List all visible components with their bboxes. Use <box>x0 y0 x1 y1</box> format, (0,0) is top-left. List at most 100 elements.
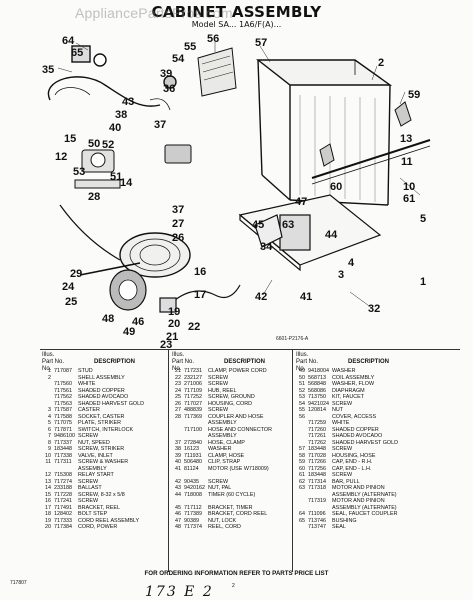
part-no: 717319 <box>308 498 326 504</box>
illus-no: 27 <box>175 407 181 413</box>
description: COIL ASSEMBLY <box>332 374 375 381</box>
description: ASSEMBLY <box>78 465 107 472</box>
description: RELAY START <box>78 472 114 478</box>
handwritten-note: 173 E 2 <box>145 584 214 600</box>
callout-22: 22 <box>188 321 200 333</box>
part-no: 717261 <box>308 433 326 439</box>
callout-32: 32 <box>368 303 380 315</box>
description: CLAMP, HOSE <box>208 452 245 459</box>
illus-no: 52 <box>299 387 305 394</box>
callout-29: 29 <box>70 268 82 280</box>
pull-bar <box>311 139 431 185</box>
part-no: 717338 <box>54 452 72 459</box>
faucet-coupler <box>47 45 177 111</box>
description: SWITCH, INTERLOCK <box>78 426 134 433</box>
part-no: 90435 <box>184 478 199 485</box>
illus-no: 42 <box>175 478 181 485</box>
cabinet-shell <box>255 59 393 206</box>
callout-51: 51 <box>110 171 122 183</box>
callout-14: 14 <box>120 177 133 189</box>
part-no: 568086 <box>308 387 326 394</box>
part-no: 711931 <box>184 452 202 459</box>
illus-no: 39 <box>175 452 181 459</box>
illus-no: 41 <box>175 465 181 472</box>
description: SCREW <box>208 381 229 387</box>
description: HOSE AND CONNECTOR <box>208 426 272 433</box>
illus-no: 50 <box>299 374 305 381</box>
callout-60: 60 <box>330 181 342 193</box>
part-no: 717252 <box>184 394 202 400</box>
part-no: 717563 <box>54 400 72 407</box>
part-no: 717028 <box>308 452 326 459</box>
description: CLAMP, POWER CORD <box>208 368 267 374</box>
callout-45: 45 <box>252 219 264 231</box>
description: KIT, FAUCET <box>332 394 365 400</box>
part-no: 232127 <box>184 374 202 381</box>
illus-no: 43 <box>175 485 181 491</box>
part-no: 506480 <box>184 459 202 465</box>
callout-39: 39 <box>160 68 172 80</box>
callout-35: 35 <box>42 64 54 76</box>
illus-no: 21 <box>175 368 181 374</box>
callout-49: 49 <box>123 326 135 338</box>
illus-no: 7 <box>48 433 51 439</box>
callout-24: 24 <box>62 281 75 293</box>
description: SHADED COPPER <box>78 387 125 394</box>
part-no: 713750 <box>308 394 326 400</box>
part-no: 717100 <box>184 426 202 433</box>
callout-54: 54 <box>172 53 185 65</box>
part-no: 717318 <box>308 485 326 491</box>
callout-28: 28 <box>88 191 100 203</box>
description: CAP, END - L.H. <box>332 465 372 472</box>
callout-52: 52 <box>102 139 114 151</box>
callout-47: 47 <box>295 196 307 208</box>
illus-no: 15 <box>45 491 51 498</box>
cord-reel <box>59 204 191 311</box>
description: SCREW, GROUND <box>208 394 255 400</box>
illus-no: 22 <box>175 374 181 381</box>
part-no: 717241 <box>54 498 72 504</box>
illus-no: 25 <box>175 394 181 400</box>
description: SCREW <box>78 498 99 504</box>
callout-46: 46 <box>132 316 144 328</box>
part-no: 717562 <box>54 394 72 400</box>
part-no: 715308 <box>54 472 72 478</box>
part-no: 717311 <box>54 459 72 465</box>
callout-4: 4 <box>348 257 355 269</box>
illus-no: 65 <box>299 517 305 524</box>
illus-no: 9 <box>48 446 51 452</box>
part-no: 717112 <box>184 504 202 511</box>
description: SCREW <box>332 400 353 407</box>
description: SCREW & WASHER <box>78 459 129 465</box>
callout-48: 48 <box>102 313 114 325</box>
table-row: ASSEMBLY <box>172 420 290 427</box>
description: COUPLER AND HOSE <box>208 413 264 420</box>
description: SEAL <box>332 524 346 530</box>
callout-50: 50 <box>88 138 100 150</box>
description: SCREW <box>208 374 229 381</box>
illus-no: 63 <box>299 485 305 491</box>
part-no: 717588 <box>54 413 72 420</box>
illus-no: 23 <box>175 381 181 387</box>
description: MOTOR AND PINION <box>332 485 385 491</box>
